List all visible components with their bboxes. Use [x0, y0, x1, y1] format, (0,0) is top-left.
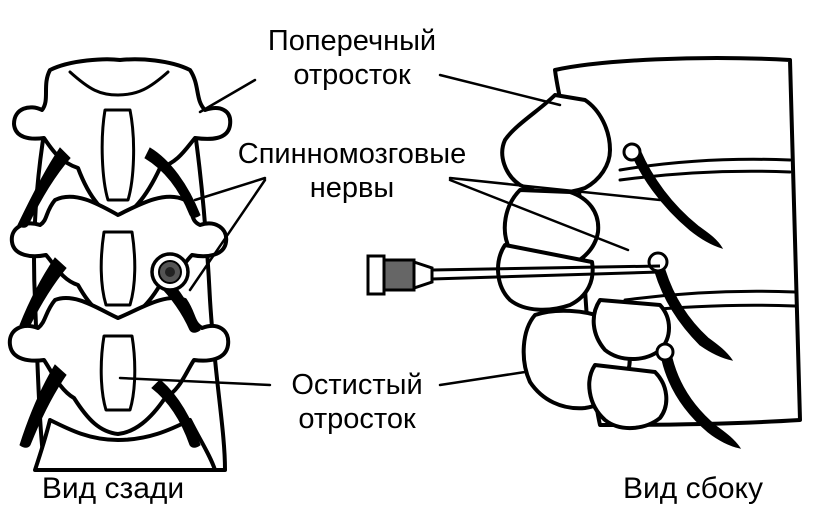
label-spinous-process-1: Остистый — [291, 369, 422, 401]
label-spinous-process-2: отросток — [298, 403, 416, 435]
caption-side-view: Вид сбоку — [623, 472, 763, 505]
nerve-side-2 — [654, 269, 734, 361]
nerve-back-left-1 — [17, 147, 71, 228]
nerve-back-left-2 — [19, 257, 67, 328]
nerve-back-right-3 — [151, 379, 201, 448]
needle-insertion-site-back-view — [150, 252, 190, 292]
transverse-process-side — [500, 93, 612, 195]
label-transverse-process-2: отросток — [293, 59, 411, 91]
view-captions: Вид сзади Вид сбоку — [42, 472, 763, 505]
diagram-labels: Поперечный отросток Спинномозговые нервы… — [238, 25, 467, 435]
spinal-nerves-back-view — [17, 147, 201, 448]
label-transverse-process-1: Поперечный — [268, 25, 436, 57]
nerve-back-left-3 — [19, 364, 67, 448]
label-spinal-nerves-1: Спинномозговые — [238, 138, 467, 170]
nerve-back-right-1 — [144, 147, 201, 218]
leader-lines — [118, 73, 662, 387]
nerve-side-3 — [661, 357, 742, 449]
needle — [366, 254, 661, 296]
caption-back-view: Вид сзади — [42, 472, 184, 505]
label-spinal-nerves-2: нервы — [310, 172, 395, 204]
side-view-spine — [496, 56, 802, 430]
